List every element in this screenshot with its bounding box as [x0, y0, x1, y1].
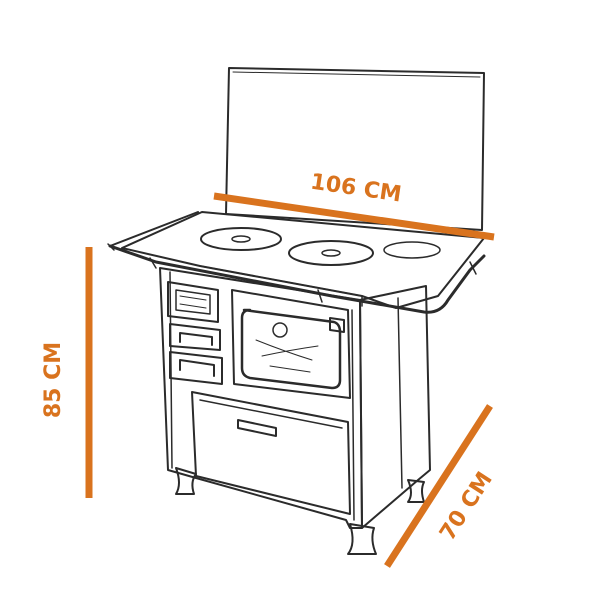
firebox-top-door [167, 281, 219, 323]
oven-door [231, 289, 351, 399]
width-dimension-label: 106 CM [309, 170, 403, 208]
height-dimension: 85 CM [41, 247, 93, 498]
stove-side [359, 285, 431, 529]
burner-left [200, 227, 282, 251]
wood-stove-illustration [107, 67, 486, 555]
backsplash-panel [225, 67, 485, 231]
width-dimension-bar [213, 192, 495, 241]
burner-center [288, 240, 374, 266]
burner-right [383, 241, 441, 259]
stove-legs [175, 467, 425, 555]
depth-dimension-bar [384, 404, 493, 568]
storage-drawer [191, 391, 351, 515]
towel-rail [107, 211, 486, 314]
ash-pan-door [169, 351, 223, 385]
firebox-middle-door [169, 323, 221, 351]
height-dimension-label: 85 CM [41, 342, 66, 418]
depth-dimension: 70 CM [384, 404, 498, 568]
